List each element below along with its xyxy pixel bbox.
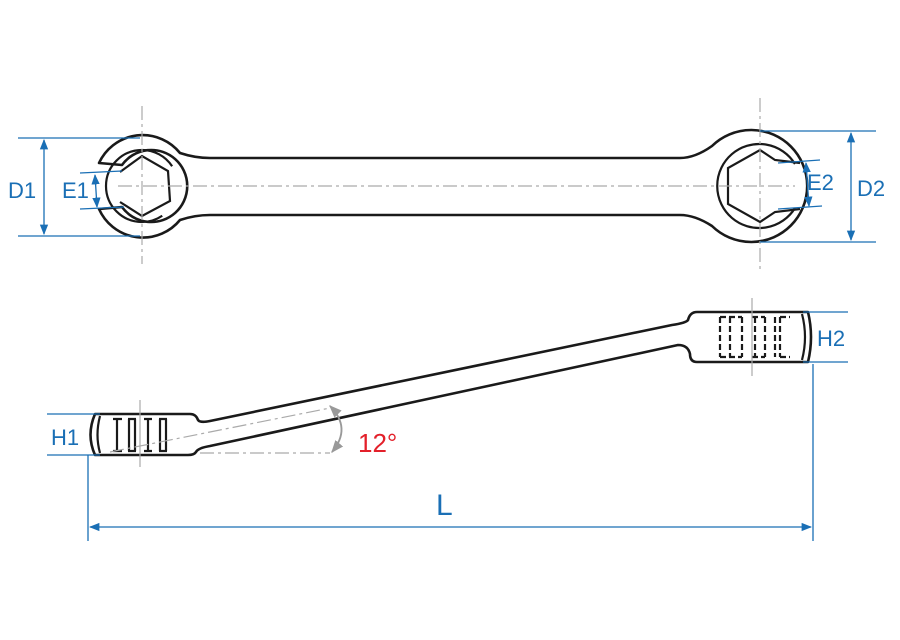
label-d1: D1: [8, 178, 36, 203]
label-e2: E2: [807, 170, 834, 195]
handle-centerline: [109, 407, 331, 453]
label-length: L: [436, 489, 453, 522]
label-h1: H1: [51, 425, 79, 450]
left-head-face: [96, 415, 102, 454]
dimension-e1: E1: [62, 170, 125, 210]
dimension-h1: H1: [47, 413, 100, 456]
right-inner-ring: [716, 142, 796, 230]
label-e1: E1: [62, 178, 89, 203]
dimension-d1: D1: [8, 137, 140, 237]
label-d2: D2: [857, 176, 885, 201]
angle-arc: [329, 405, 344, 453]
dimension-d2: D2: [760, 130, 885, 243]
top-view: D1 E1 D2 E2: [8, 98, 885, 272]
label-h2: H2: [817, 326, 845, 351]
wrench-side-outline: [89, 310, 813, 457]
side-view: 12° H1 H2 L: [47, 298, 848, 541]
right-head-face: [800, 313, 807, 361]
dimension-length: L: [87, 364, 814, 541]
right-head-grooves: [718, 315, 790, 359]
dimension-e2: E2: [777, 159, 834, 210]
dimension-h2: H2: [803, 311, 848, 363]
angle-label: 12°: [358, 428, 397, 458]
